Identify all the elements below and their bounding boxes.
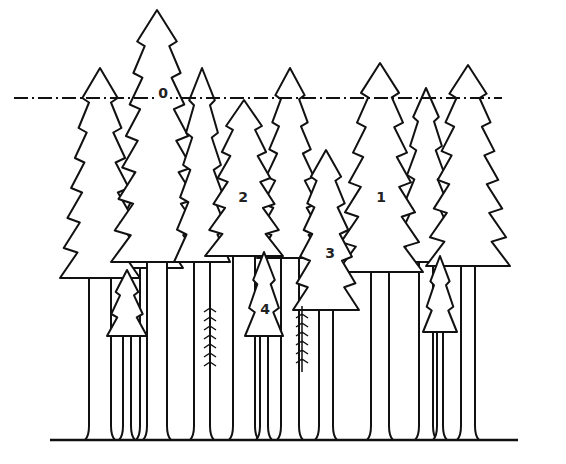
tree-crown: [423, 256, 457, 332]
tree-trunk: [119, 328, 135, 440]
tree-crown: [337, 63, 423, 272]
tree-trunk: [367, 264, 393, 440]
callout-number: 2: [236, 189, 250, 205]
tree-crown: [426, 65, 510, 266]
tree-trunk: [256, 328, 272, 440]
tree-trunk: [315, 302, 337, 440]
tree-crown: [205, 100, 283, 256]
callout-number: 4: [258, 301, 272, 317]
tree-trunk: [85, 270, 115, 440]
tree-trunk: [433, 324, 447, 440]
canopy-height-line: [14, 97, 502, 99]
tree-crown: [293, 150, 359, 310]
sapling: [296, 306, 308, 372]
tree-trunk: [143, 254, 171, 440]
sapling: [204, 300, 216, 380]
tree-crown: [107, 270, 147, 336]
tree-trunk: [457, 258, 479, 440]
tree-crown: [245, 252, 283, 336]
callout-number: 3: [323, 245, 337, 261]
ground-line: [50, 439, 518, 442]
callout-number: 1: [374, 189, 388, 205]
callout-number: 0: [156, 85, 170, 101]
